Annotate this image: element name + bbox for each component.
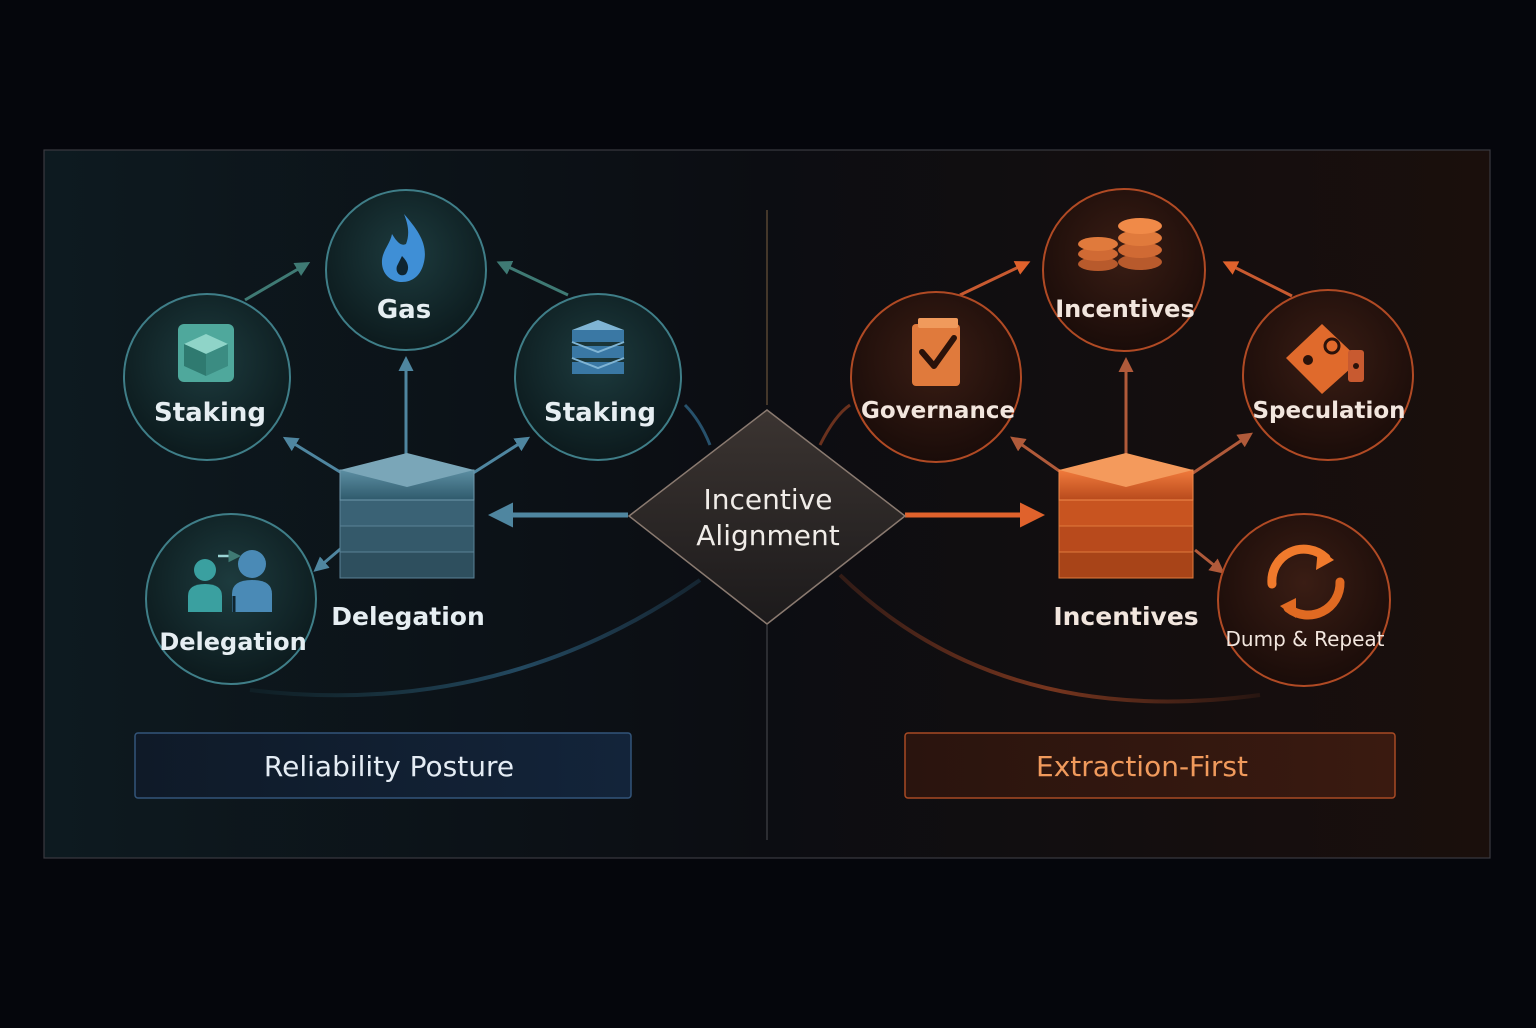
right-arrows: [905, 261, 1293, 574]
delegation-node-label: Delegation: [159, 628, 306, 656]
staking-a-label: Staking: [154, 398, 266, 428]
node-governance: Governance: [850, 291, 1022, 463]
governance-label: Governance: [861, 398, 1015, 424]
speculation-label: Speculation: [1252, 398, 1405, 424]
ballot-check-icon: [912, 318, 960, 386]
node-incentives-top: Incentives: [1042, 188, 1206, 352]
left-upper-arc: [683, 403, 712, 446]
flame-icon: [381, 214, 425, 282]
left-hub-label: Delegation: [331, 602, 485, 631]
left-arrows: [244, 261, 628, 572]
node-staking-a: Staking: [123, 293, 291, 461]
node-speculation: Speculation: [1242, 289, 1414, 461]
right-flow-arc: [838, 573, 1261, 704]
dump-repeat-label: Dump & Repeat: [1226, 627, 1385, 651]
node-staking-b: Staking: [514, 293, 682, 461]
left-hub-stack: [339, 453, 475, 579]
node-dump-repeat: Dump & Repeat: [1217, 513, 1391, 687]
cycle-arrows-icon: [1267, 544, 1345, 620]
left-flow-arc: [249, 578, 702, 698]
node-delegation: Delegation: [145, 513, 317, 685]
extraction-first-title: Extraction-First: [1036, 750, 1248, 783]
dice-icon: [1286, 324, 1364, 394]
right-upper-arc: [818, 403, 851, 446]
center-line-2: Alignment: [696, 519, 839, 552]
layers-stack-icon: [571, 320, 625, 374]
coin-stack-icon: [1078, 218, 1162, 271]
reliability-posture-title: Reliability Posture: [264, 750, 514, 783]
gas-label: Gas: [377, 295, 431, 325]
staking-b-label: Staking: [544, 398, 656, 428]
extraction-first-banner: Extraction-First: [904, 732, 1396, 799]
right-hub-label: Incentives: [1053, 602, 1198, 631]
incentive-alignment-diamond: Incentive Alignment: [627, 409, 907, 625]
incentives-top-label: Incentives: [1055, 295, 1195, 323]
node-gas: Gas: [325, 189, 487, 351]
cube-box-icon: [178, 324, 234, 382]
reliability-posture-banner: Reliability Posture: [134, 732, 632, 799]
center-line-1: Incentive: [704, 483, 833, 516]
right-hub-stack: [1058, 453, 1194, 579]
people-transfer-icon: [188, 549, 272, 612]
